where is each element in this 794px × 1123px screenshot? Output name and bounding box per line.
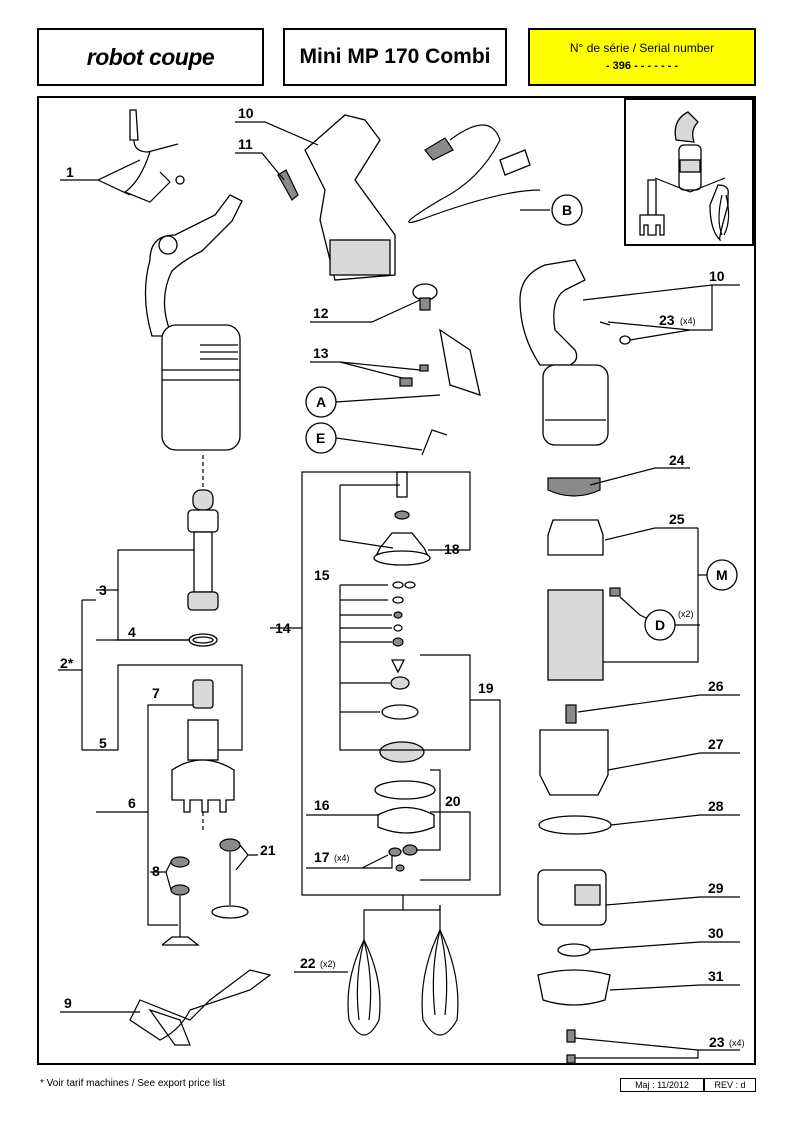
page-title: Mini MP 170 Combi xyxy=(299,45,491,68)
callout-31: 31 xyxy=(708,968,724,984)
callout-1: 1 xyxy=(66,164,74,180)
motor-stack-drawing xyxy=(537,477,621,1064)
callout-15: 15 xyxy=(314,567,330,583)
callout-26: 26 xyxy=(708,678,724,694)
knife-blade-drawing xyxy=(161,838,249,946)
serial-value: - 396 - - - - - - - xyxy=(605,60,679,72)
callout-22-qty: (x2) xyxy=(320,959,336,969)
title-box: Mini MP 170 Combi xyxy=(283,28,507,86)
callout-12: 12 xyxy=(313,305,329,321)
callout-18: 18 xyxy=(444,541,460,557)
callout-labels: 1 2* 3 4 5 6 7 8 9 10 11 12 13 14 15 16 … xyxy=(60,105,745,1050)
footnote: * Voir tarif machines / See export price… xyxy=(40,1078,226,1089)
callout-9: 9 xyxy=(64,995,72,1011)
right-motor-housing-drawing xyxy=(519,259,631,446)
callout-23-top: 23 xyxy=(659,312,675,328)
callout-5: 5 xyxy=(99,735,107,751)
callout-29: 29 xyxy=(708,880,724,896)
callout-10-top: 10 xyxy=(238,105,254,121)
callout-6: 6 xyxy=(128,795,136,811)
serial-number-box: N° de série / Serial number - 396 - - - … xyxy=(528,28,756,86)
callout-28: 28 xyxy=(708,798,724,814)
diagram-frame xyxy=(37,96,756,1065)
callout-24: 24 xyxy=(669,452,685,468)
callout-16: 16 xyxy=(314,797,330,813)
brand-logo: robot coupe xyxy=(86,43,215,70)
callout-13: 13 xyxy=(313,345,329,361)
power-cable-drawing xyxy=(408,124,541,224)
callout-20: 20 xyxy=(445,793,461,809)
revision: REV : d xyxy=(704,1078,756,1092)
callout-A: A xyxy=(316,394,326,410)
callout-22: 22 xyxy=(300,955,316,971)
callout-17-qty: (x4) xyxy=(334,853,350,863)
callout-23-bottom-qty: (x4) xyxy=(729,1038,745,1048)
tube-assembly-drawing xyxy=(187,455,219,647)
serial-label: N° de série / Serial number xyxy=(569,41,715,55)
callout-8: 8 xyxy=(152,863,160,879)
switch-board-drawing xyxy=(399,328,481,456)
leader-lines xyxy=(58,121,740,1059)
gearbox-drawing xyxy=(373,471,436,872)
callout-25: 25 xyxy=(669,511,685,527)
callout-E: E xyxy=(316,430,325,446)
callout-10-right: 10 xyxy=(709,268,725,284)
letter-callouts xyxy=(305,194,738,641)
inset-machine-drawing xyxy=(639,111,730,241)
callout-2: 2* xyxy=(60,655,74,671)
inset-frame xyxy=(624,98,754,246)
callout-17: 17 xyxy=(314,849,330,865)
whisk-drawing xyxy=(347,905,459,1036)
callout-23-top-qty: (x4) xyxy=(680,316,696,326)
callout-7: 7 xyxy=(152,685,160,701)
update-date: Maj : 11/2012 xyxy=(620,1078,704,1092)
callout-27: 27 xyxy=(708,736,724,752)
washer-stack xyxy=(392,581,416,647)
callout-19: 19 xyxy=(478,680,494,696)
motor-unit-drawing xyxy=(123,109,243,451)
callout-21: 21 xyxy=(260,842,276,858)
callout-3: 3 xyxy=(99,582,107,598)
callout-D: D xyxy=(655,617,665,633)
callout-23-bottom: 23 xyxy=(709,1034,725,1050)
callout-M: M xyxy=(716,567,728,583)
wall-bracket-drawing xyxy=(129,969,272,1046)
logo-box: robot coupe xyxy=(37,28,264,86)
callout-30: 30 xyxy=(708,925,724,941)
whisk-drive-drawing xyxy=(171,679,235,830)
callout-D-qty: (x2) xyxy=(678,609,694,619)
callout-B: B xyxy=(562,202,572,218)
callout-14: 14 xyxy=(275,620,291,636)
handle-cover-drawing xyxy=(277,114,438,311)
callout-11: 11 xyxy=(238,136,253,152)
callout-4: 4 xyxy=(128,624,136,640)
